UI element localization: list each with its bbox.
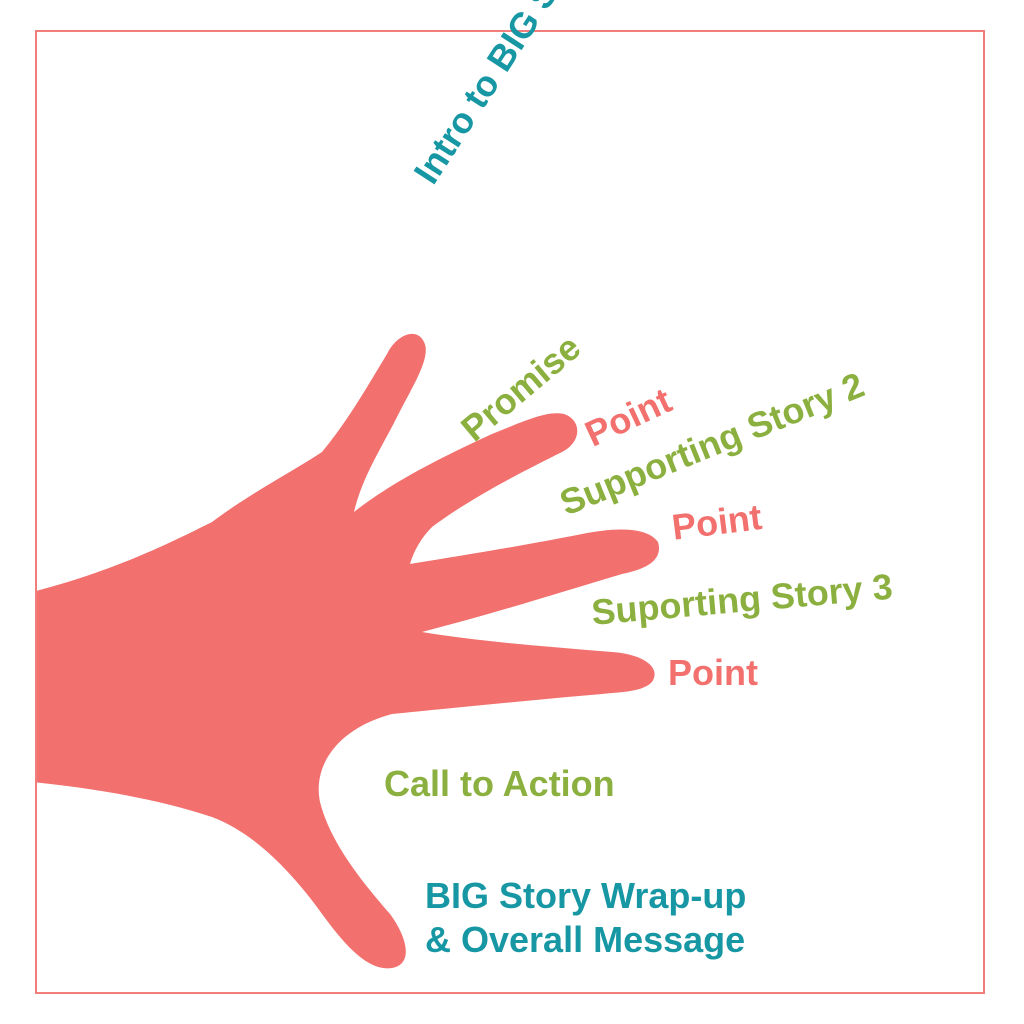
label-call-to-action: Call to Action <box>384 763 615 804</box>
label-wrap-up-line-2: & Overall Message <box>425 919 746 960</box>
hand-silhouette <box>37 333 660 969</box>
hand-shape <box>37 333 660 969</box>
diagram-frame <box>35 30 985 994</box>
label-big-story-wrap-up: BIG Story Wrap-up & Overall Message <box>425 874 746 962</box>
label-wrap-up-line-1: BIG Story Wrap-up <box>425 875 747 916</box>
label-point-3: Point <box>668 652 758 693</box>
